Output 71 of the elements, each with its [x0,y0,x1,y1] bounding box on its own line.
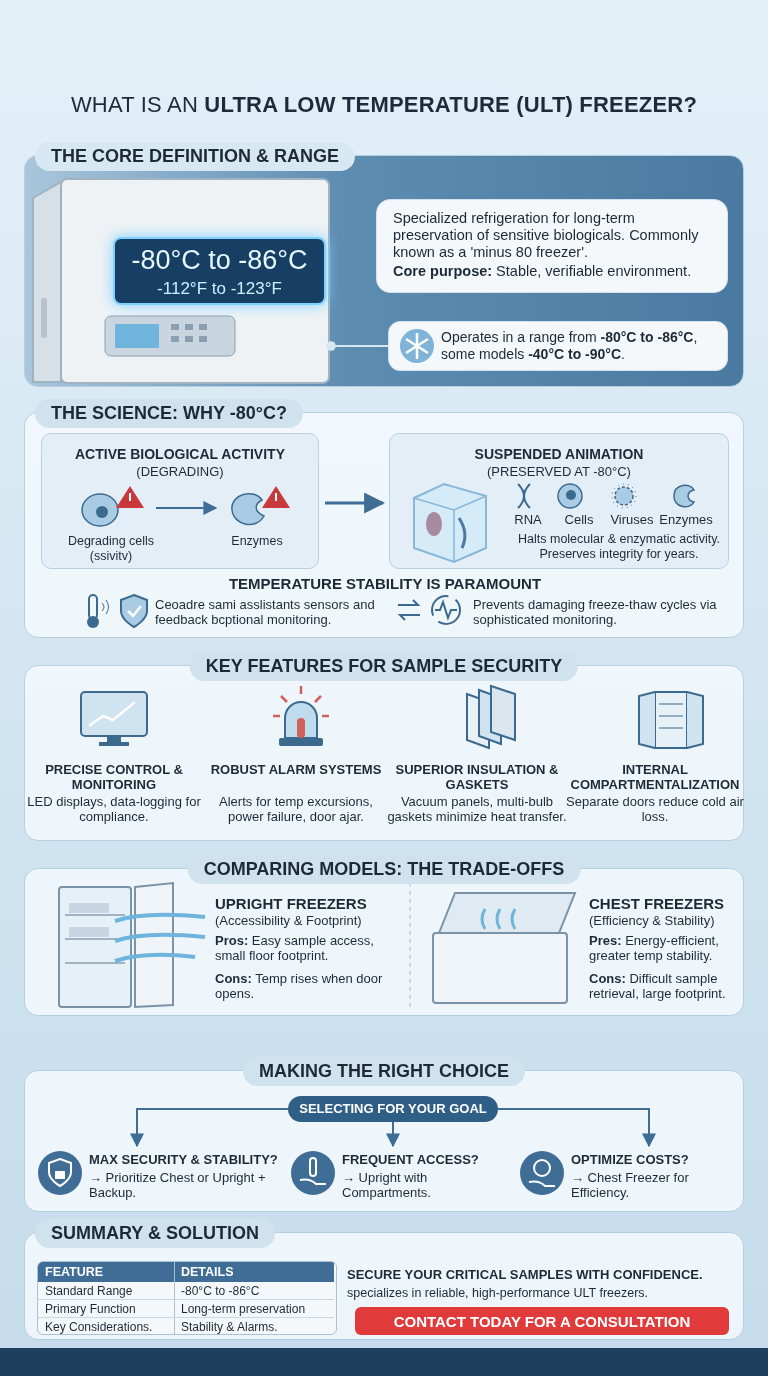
option-heading: FREQUENT ACCESS? [342,1152,480,1167]
subheading: TEMPERATURE STABILITY IS PARAMOUNT [227,575,543,592]
panel-subheading: (PRESERVED AT -80°C) [486,464,632,479]
feature-heading: SUPERIOR INSULATION & GASKETS [394,762,560,792]
info-card [388,321,728,371]
tagline-text: specializes in reliable, high-performance ULT freezers. [347,1286,650,1300]
arrow [155,501,218,515]
feature-heading: INTERNAL COMPARTMENTALIZATION [569,762,741,792]
feature-text: Alerts for temp excursions, power failure, door ajar. [218,794,374,824]
model-subheading: (Accessibility & Footprint) [215,913,363,928]
speech-bubble [376,199,728,293]
feature-text: LED displays, data-logging for compliance. [26,794,202,824]
pros-text: Pros: Easy sample access, small floor footprint. [215,933,375,963]
option-heading: MAX SECURITY & STABILITY? [89,1152,279,1167]
panel-text: Halts molecular & enzymatic activity. Preserves integrity for years. [517,532,721,562]
panel-heading: ACTIVE BIOLOGICAL ACTIVITY [74,446,286,462]
contact-button: CONTACT TODAY FOR A CONSULTATION [355,1307,729,1335]
table-cell-text: Key Considerations. [45,1320,154,1334]
table-cell-text: -80°C to -86°C [181,1284,261,1298]
feature-text: Vacuum panels, multi-bulb gaskets minimize heat transfer. [387,794,567,824]
item-label: Cells [563,512,595,527]
model-heading: CHEST FREEZERS [589,895,725,912]
description-text: Specialized refrigeration for long-term preservation of sensitive biologicals. Commonly known as a 'minus 80 freezer'. [393,210,700,261]
range-text: Operates in a range from -80°C to -86°C, some models -40°C to -90°C. [441,329,699,363]
goal-pill [288,1096,498,1122]
arrow [325,492,386,514]
temperature-text: -112°F to -123°F [156,279,283,299]
section-heading: THE SCIENCE: WHY -80°C? [35,399,303,428]
table-cell-text: Stability & Alarms. [181,1320,279,1334]
item-label: Enzymes [230,534,284,549]
temperature-text: -80°C to -86°C [130,245,309,276]
cons-text: Cons: Difficult sample retrieval, large footprint. [589,971,727,1001]
feature-text: Separate doors reduce cold air loss. [566,794,745,824]
temperature-display [113,237,326,305]
table-cell-text: Standard Range [45,1284,134,1298]
arrow [386,1121,400,1148]
section-heading: THE CORE DEFINITION & RANGE [35,142,355,171]
leader-line [326,341,389,351]
option-heading: OPTIMIZE COSTS? [571,1152,690,1167]
arrow [130,1108,289,1148]
arrow [497,1108,656,1148]
item-label: RNA [513,512,543,527]
item-label: Enzymes [658,512,714,527]
table-cell-text: Long-term preservation [181,1302,307,1316]
panel-subheading: (DEGRADING) [135,464,225,479]
section-heading: KEY FEATURES FOR SAMPLE SECURITY [189,652,579,681]
option-text: → Chest Freezer for Efficiency. [571,1170,690,1200]
description-text: Core purpose: Stable, verifiable environment. [393,263,693,280]
tagline: SECURE YOUR CRITICAL SAMPLES WITH CONFIDENCE. [347,1267,704,1282]
panel-heading: SUSPENDED ANIMATION [473,446,645,462]
section-heading: SUMMARY & SOLUTION [35,1219,275,1248]
section-heading: MAKING THE RIGHT CHOICE [243,1057,525,1086]
description-text: Ceoadre sami asslistants sensors and feedback bcptional monitoring. [155,597,376,627]
preservation-panel [389,433,729,569]
option-text: → Prioritize Chest or Upright + Backup. [89,1170,267,1200]
feature-heading: PRECISE CONTROL & MONITORING [44,762,184,792]
table-cell-text: Primary Function [45,1302,137,1316]
option-text: → Upright with Compartments. [342,1170,432,1200]
cons-text: Cons: Temp rises when door opens. [215,971,384,1001]
pill-text: SELECTING FOR YOUR GOAL [298,1101,488,1116]
model-subheading: (Efficiency & Stability) [589,913,716,928]
item-label: Viruses [609,512,655,527]
item-label: Degrading cells (ssivitv) [66,534,156,564]
model-heading: UPRIGHT FREEZERS [215,895,368,912]
activity-panel [41,433,319,569]
description-text: Prevents damaging freeze-thaw cycles via sophisticated monitoring. [473,597,718,627]
pros-text: Pres: Energy-efficient, greater temp stability. [589,933,720,963]
column-header: DETAILS [181,1265,235,1279]
feature-heading: ROBUST ALARM SYSTEMS [209,762,383,777]
page-title: WHAT IS AN ULTRA LOW TEMPERATURE (ULT) FREEZER? [69,92,699,118]
column-header: FEATURE [45,1265,105,1279]
